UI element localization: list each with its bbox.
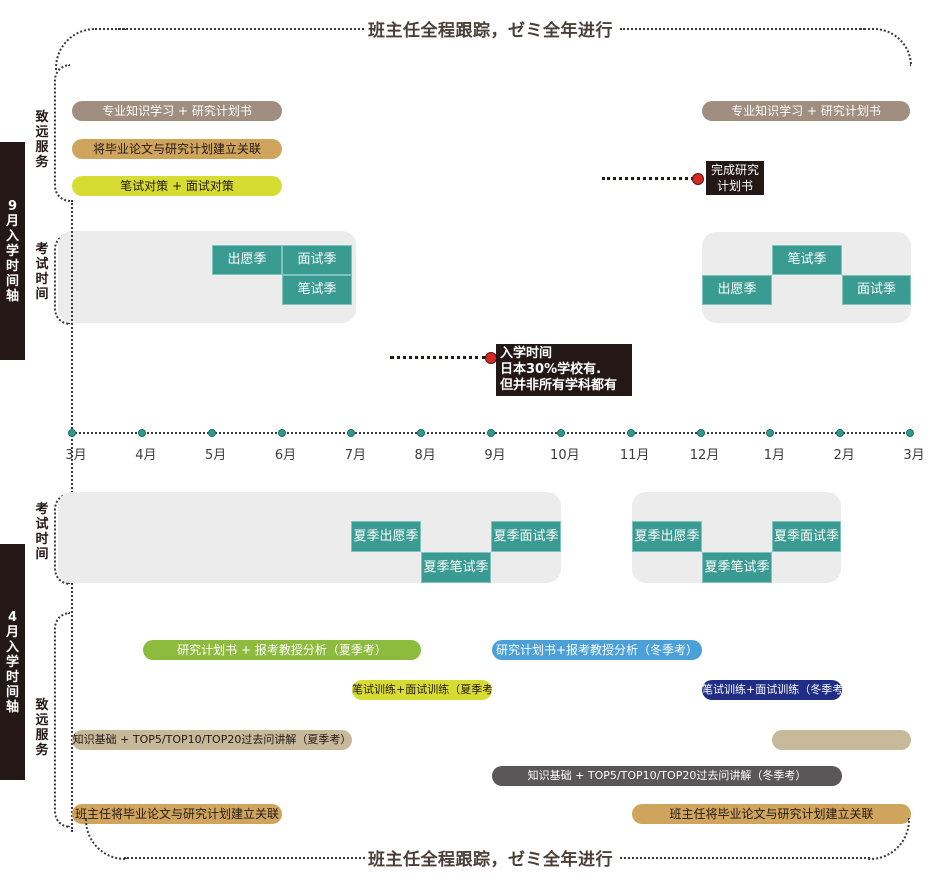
axis-month-label: 11月 — [619, 448, 650, 463]
service-pill-knowledge-research-right: 专业知识学习 + 研究计划书 — [702, 101, 910, 121]
axis-month-label: 3月 — [65, 448, 87, 463]
frame-bottom-curve-left — [85, 818, 127, 860]
april-services-label: 致远服务 — [35, 698, 49, 758]
season-written-right: 笔试季 — [772, 245, 842, 275]
season-summer-written-left: 夏季笔试季 — [421, 552, 491, 583]
season-interview-left: 面试季 — [282, 245, 352, 275]
service-pill-research-analysis-summer: 研究计划书 + 报考教授分析（夏季考） — [143, 640, 421, 660]
axis-month-dot — [137, 429, 146, 437]
axis-month-dot — [626, 429, 635, 437]
milestone-dot-research-plan — [692, 173, 704, 185]
callout-leader-enrollment — [390, 356, 486, 359]
season-interview-right: 面试季 — [842, 275, 911, 305]
frame-top-line-right — [620, 28, 865, 30]
axis-month-label: 6月 — [274, 448, 297, 463]
service-pill-knowledge-past-exams-winter: 知识基础 + TOP5/TOP10/TOP20过去问讲解（冬季考） — [492, 766, 842, 786]
season-summer-application-right: 夏季出愿季 — [632, 521, 702, 552]
axis-month-label: 1月 — [763, 448, 785, 463]
frame-top-line-left — [118, 28, 368, 30]
axis-month-label: 10月 — [550, 448, 580, 463]
frame-top-title: 班主任全程跟踪，ゼミ全年进行 — [366, 16, 615, 41]
service-pill-knowledge-past-exams-summer: 知识基础 + TOP5/TOP10/TOP20过去问讲解（夏季考） — [72, 730, 352, 750]
frame-top-curve-right — [860, 28, 912, 66]
season-summer-interview-right: 夏季面试季 — [772, 521, 841, 552]
axis-month-label: 5月 — [205, 448, 227, 463]
axis-month-label: 8月 — [414, 448, 436, 463]
april-exam-label: 考试时间 — [35, 502, 49, 562]
service-pill-knowledge-research-left: 专业知识学习 + 研究计划书 — [72, 101, 282, 121]
service-pill-thesis-link-right: 班主任将毕业论文与研究计划建立关联 — [632, 804, 911, 824]
axis-month-label: 3月 — [903, 448, 925, 463]
axis-month-label: 2月 — [833, 448, 855, 463]
season-summer-written-right: 夏季笔试季 — [702, 552, 772, 583]
season-summer-interview-left: 夏季面试季 — [491, 521, 561, 552]
axis-month-dot — [277, 429, 286, 437]
axis-month-label: 4月 — [135, 448, 157, 463]
axis-month-dot — [347, 429, 356, 437]
axis-month-dot — [696, 429, 705, 437]
axis-month-dot — [766, 429, 775, 437]
service-pill-knowledge-past-exams-summer-continued — [772, 730, 911, 750]
axis-month-dot — [836, 429, 845, 437]
callout-enrollment-time: 入学时间 日本30%学校有. 但并非所有学科都有 — [496, 344, 632, 396]
service-pill-research-analysis-winter: 研究计划书+报考教授分析（冬季考） — [492, 640, 702, 660]
season-written-left: 笔试季 — [282, 275, 352, 305]
frame-bottom-title: 班主任全程跟踪，ゼミ全年进行 — [366, 845, 615, 870]
axis-month-label: 9月 — [484, 448, 506, 463]
axis-month-label: 7月 — [344, 448, 366, 463]
service-pill-exam-training-summer: 笔试训练+面试训练（夏季考） — [352, 680, 492, 700]
axis-month-label: 12月 — [689, 448, 720, 463]
axis-month-dot — [207, 429, 216, 437]
callout-leader-research-plan — [602, 177, 694, 180]
season-summer-application-left: 夏季出愿季 — [351, 521, 421, 552]
frame-bottom-line-right — [620, 857, 870, 859]
service-pill-exam-strategy-left: 笔试对策 + 面试对策 — [72, 176, 282, 196]
axis-month-dot — [417, 429, 426, 437]
september-exam-label: 考试时间 — [35, 242, 49, 302]
frame-bottom-line-left — [124, 857, 369, 859]
axis-month-dot — [487, 429, 495, 437]
season-application-right: 出愿季 — [702, 275, 772, 305]
september-services-bracket — [54, 64, 70, 202]
service-pill-thesis-link-left: 将毕业论文与研究计划建立关联 — [72, 139, 282, 159]
september-services-label: 致远服务 — [35, 110, 49, 170]
season-application-left: 出愿季 — [212, 245, 282, 275]
frame-bottom-curve-right — [868, 818, 910, 860]
callout-research-plan-complete: 完成研究 计划书 — [706, 161, 764, 195]
axis-month-dot — [906, 429, 914, 437]
april-track-label: 4月入学时间轴 — [0, 544, 25, 780]
april-services-bracket — [54, 612, 70, 828]
september-track-label: 9月入学时间轴 — [0, 142, 25, 360]
service-pill-exam-training-winter: 笔试训练+面试训练（冬季考） — [702, 680, 842, 700]
axis-month-dot — [68, 429, 76, 437]
axis-month-dot — [556, 429, 565, 437]
